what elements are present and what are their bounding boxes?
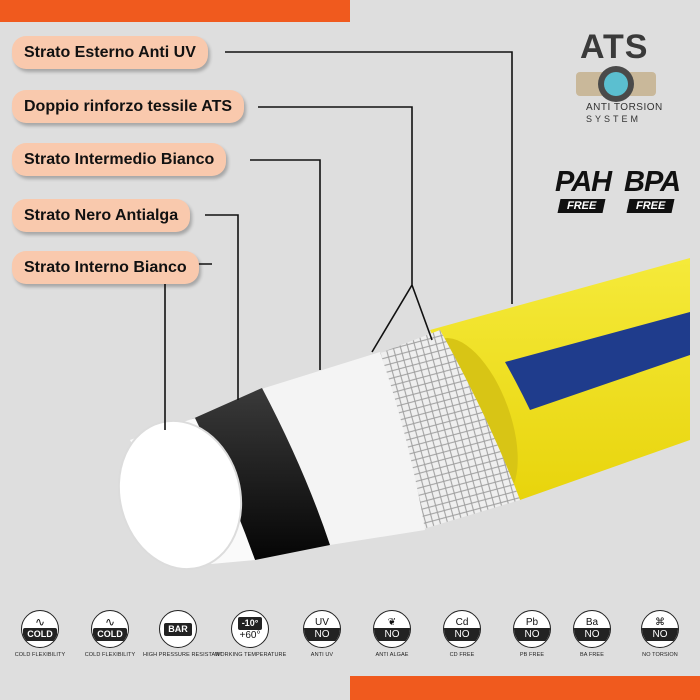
hose-cross-section-icon [576, 66, 656, 102]
pah-free-text: FREE [557, 199, 606, 213]
twist-icon: ⌘ [655, 617, 665, 628]
label-outer-anti-uv: Strato Esterno Anti UV [12, 36, 208, 69]
no-torsion-icon: ⌘NO NO TORSION [625, 610, 695, 658]
white-intermediate-layer [258, 352, 425, 545]
leaf-icon: ❦ [387, 617, 397, 628]
black-antialgae-layer [190, 388, 330, 560]
bpa-text: BPA [624, 166, 681, 198]
label-intermediate-white: Strato Intermedio Bianco [12, 143, 227, 176]
inner-white-face [117, 419, 243, 571]
label-textile-reinforcement: Doppio rinforzo tessile ATS [12, 90, 245, 123]
logo-brand: ATS [580, 28, 649, 66]
cold-flexibility-icon-2: ∿COLD COLD FLEXIBILITY [75, 610, 145, 658]
pah-free-badge: PAH FREE [555, 166, 615, 213]
anti-algae-icon: ❦NO ANTI ALGAE [357, 610, 427, 658]
high-pressure-icon: BAR HIGH PRESSURE RESISTANT [143, 610, 223, 658]
bottom-accent-bar [350, 676, 700, 700]
cold-flexibility-icon: ∿COLD COLD FLEXIBILITY [5, 610, 75, 658]
bpa-free-badge: BPA FREE [624, 166, 684, 213]
ats-logo: ATS ANTI TORSION SYSTEM [570, 28, 680, 128]
label-black-antialgae: Strato Nero Antialga [12, 199, 191, 232]
logo-line1: ANTI TORSION [586, 102, 663, 113]
top-accent-bar [0, 0, 350, 22]
label-inner-white: Strato Interno Bianco [12, 251, 199, 284]
working-temperature-icon: -10°+60° WORKING TEMPERATURE [215, 610, 286, 658]
bpa-free-text: FREE [626, 199, 675, 213]
logo-line2: SYSTEM [586, 114, 642, 124]
feature-icons-row: ∿COLD COLD FLEXIBILITY ∿COLD COLD FLEXIB… [0, 610, 700, 670]
blue-stripe [505, 312, 690, 410]
pah-text: PAH [555, 166, 612, 198]
